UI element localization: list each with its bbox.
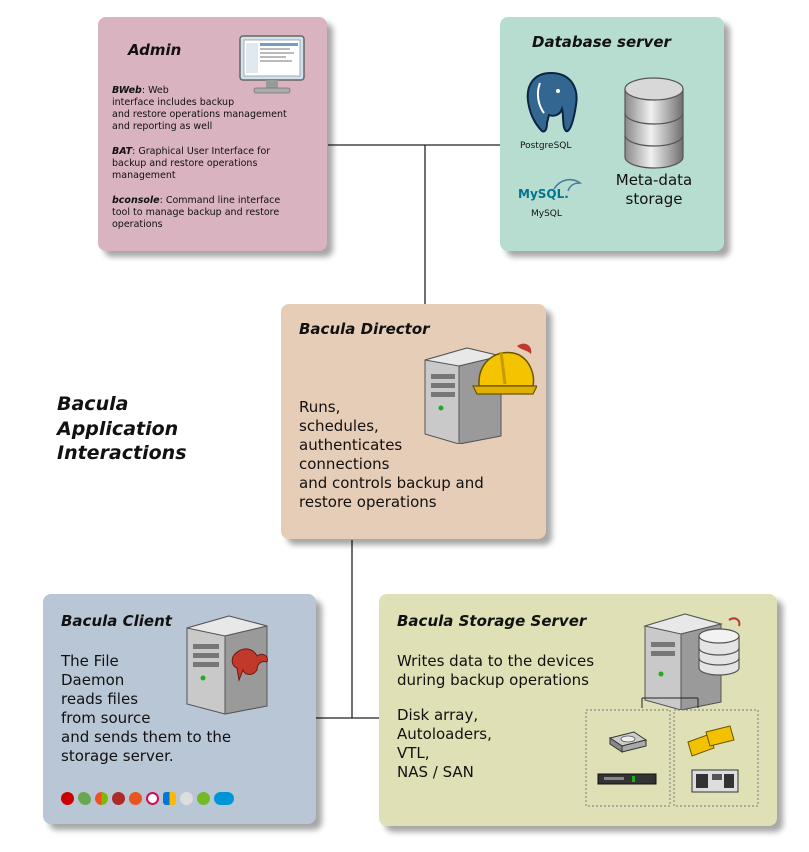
bweb-text: and restore operations management bbox=[112, 108, 287, 120]
bat-name: BAT bbox=[112, 146, 133, 157]
bat-text: management bbox=[112, 169, 176, 181]
freebsd-icon bbox=[112, 792, 125, 805]
apple-icon bbox=[180, 792, 193, 805]
diagram-title-line: Application bbox=[57, 417, 179, 440]
bweb-description: BWeb: Web interface includes backup and … bbox=[112, 85, 322, 133]
bconsole-name: bconsole bbox=[112, 195, 160, 206]
metadata-storage-line: Meta-data bbox=[615, 171, 693, 189]
client-line: storage server. bbox=[61, 747, 174, 766]
director-line: authenticates bbox=[299, 436, 403, 455]
diagram-title-line: Interactions bbox=[57, 442, 187, 465]
storage-line: Writes data to the devices bbox=[397, 652, 595, 670]
monitor-icon bbox=[239, 35, 305, 94]
director-line: schedules, bbox=[299, 417, 379, 436]
client-line: The File bbox=[61, 652, 119, 670]
storage-line: VTL, bbox=[397, 744, 430, 763]
client-description: The File Daemon reads files from source … bbox=[61, 652, 311, 766]
database-title: Database server bbox=[532, 33, 671, 51]
metadata-storage-line: storage bbox=[625, 189, 683, 208]
storage-server-icon bbox=[643, 613, 741, 710]
bconsole-description: bconsole: Command line interface tool to… bbox=[112, 195, 324, 231]
storage-line: Disk array, bbox=[397, 706, 479, 724]
client-line: from source bbox=[61, 709, 151, 728]
bconsole-text: operations bbox=[112, 218, 163, 230]
director-box: Bacula Director Runs, schedules, authent… bbox=[281, 304, 546, 539]
storage-title: Bacula Storage Server bbox=[397, 612, 587, 630]
bat-text: backup and restore operations bbox=[112, 157, 258, 169]
storage-line: Autoloaders, bbox=[397, 725, 492, 744]
director-description: Runs, schedules, authenticates connectio… bbox=[299, 398, 539, 512]
bweb-text: : Web bbox=[141, 85, 169, 96]
client-title: Bacula Client bbox=[61, 612, 172, 630]
storage-description-a: Writes data to the devices during backup… bbox=[397, 652, 657, 690]
director-line: connections bbox=[299, 455, 390, 474]
bconsole-text: tool to manage backup and restore bbox=[112, 206, 280, 218]
bat-text: : Graphical User Interface for bbox=[132, 146, 271, 157]
suse-icon bbox=[78, 792, 91, 805]
debian-icon bbox=[146, 792, 159, 805]
storage-line: during backup operations bbox=[397, 671, 589, 690]
bweb-text: interface includes backup bbox=[112, 96, 235, 108]
database-cylinder-icon bbox=[624, 77, 684, 169]
storage-description-b: Disk array, Autoloaders, VTL, NAS / SAN bbox=[397, 706, 577, 782]
postgresql-label: PostgreSQL bbox=[520, 141, 572, 151]
storage-line: NAS / SAN bbox=[397, 763, 474, 782]
director-line: Runs, bbox=[299, 398, 341, 416]
mysql-label: MySQL bbox=[531, 209, 562, 219]
storage-box: Bacula Storage Server Writes data to the… bbox=[379, 594, 777, 826]
database-box: Database server PostgreSQL MySQL. MySQL … bbox=[500, 17, 724, 251]
os-icons-row bbox=[61, 792, 234, 805]
postgresql-elephant-icon bbox=[526, 71, 578, 133]
opensuse-icon bbox=[197, 792, 210, 805]
mysql-dolphin-icon bbox=[553, 178, 582, 192]
bat-description: BAT: Graphical User Interface for backup… bbox=[112, 146, 322, 182]
diagram-title-line: Bacula bbox=[57, 393, 129, 415]
ubuntu-icon bbox=[129, 792, 142, 805]
server-with-hardhat-icon bbox=[424, 343, 537, 444]
mysql-logo: MySQL. bbox=[518, 187, 569, 201]
redhat-icon bbox=[61, 792, 74, 805]
client-line: and sends them to the bbox=[61, 728, 232, 747]
diagram-title: Bacula Application Interactions bbox=[57, 392, 187, 466]
admin-title: Admin bbox=[128, 41, 182, 59]
client-line: Daemon bbox=[61, 671, 125, 690]
client-box: Bacula Client The File Daemon reads file… bbox=[43, 594, 316, 824]
director-line: restore operations bbox=[299, 493, 437, 512]
director-line: and controls backup and bbox=[299, 474, 484, 493]
storage-devices-icon bbox=[585, 697, 759, 807]
hp-ux-icon bbox=[214, 792, 234, 805]
bweb-name: BWeb bbox=[112, 85, 142, 96]
server-with-bacula-logo-icon bbox=[186, 615, 268, 715]
windows-xp-icon bbox=[163, 792, 176, 805]
bweb-text: and reporting as well bbox=[112, 120, 213, 132]
bconsole-text: : Command line interface bbox=[159, 195, 281, 206]
windows-icon bbox=[95, 792, 108, 805]
director-title: Bacula Director bbox=[299, 320, 430, 338]
client-line: reads files bbox=[61, 690, 139, 709]
admin-box: Admin BWeb: Web interface includes backu… bbox=[98, 17, 327, 251]
metadata-storage-label: Meta-data storage bbox=[614, 171, 694, 209]
